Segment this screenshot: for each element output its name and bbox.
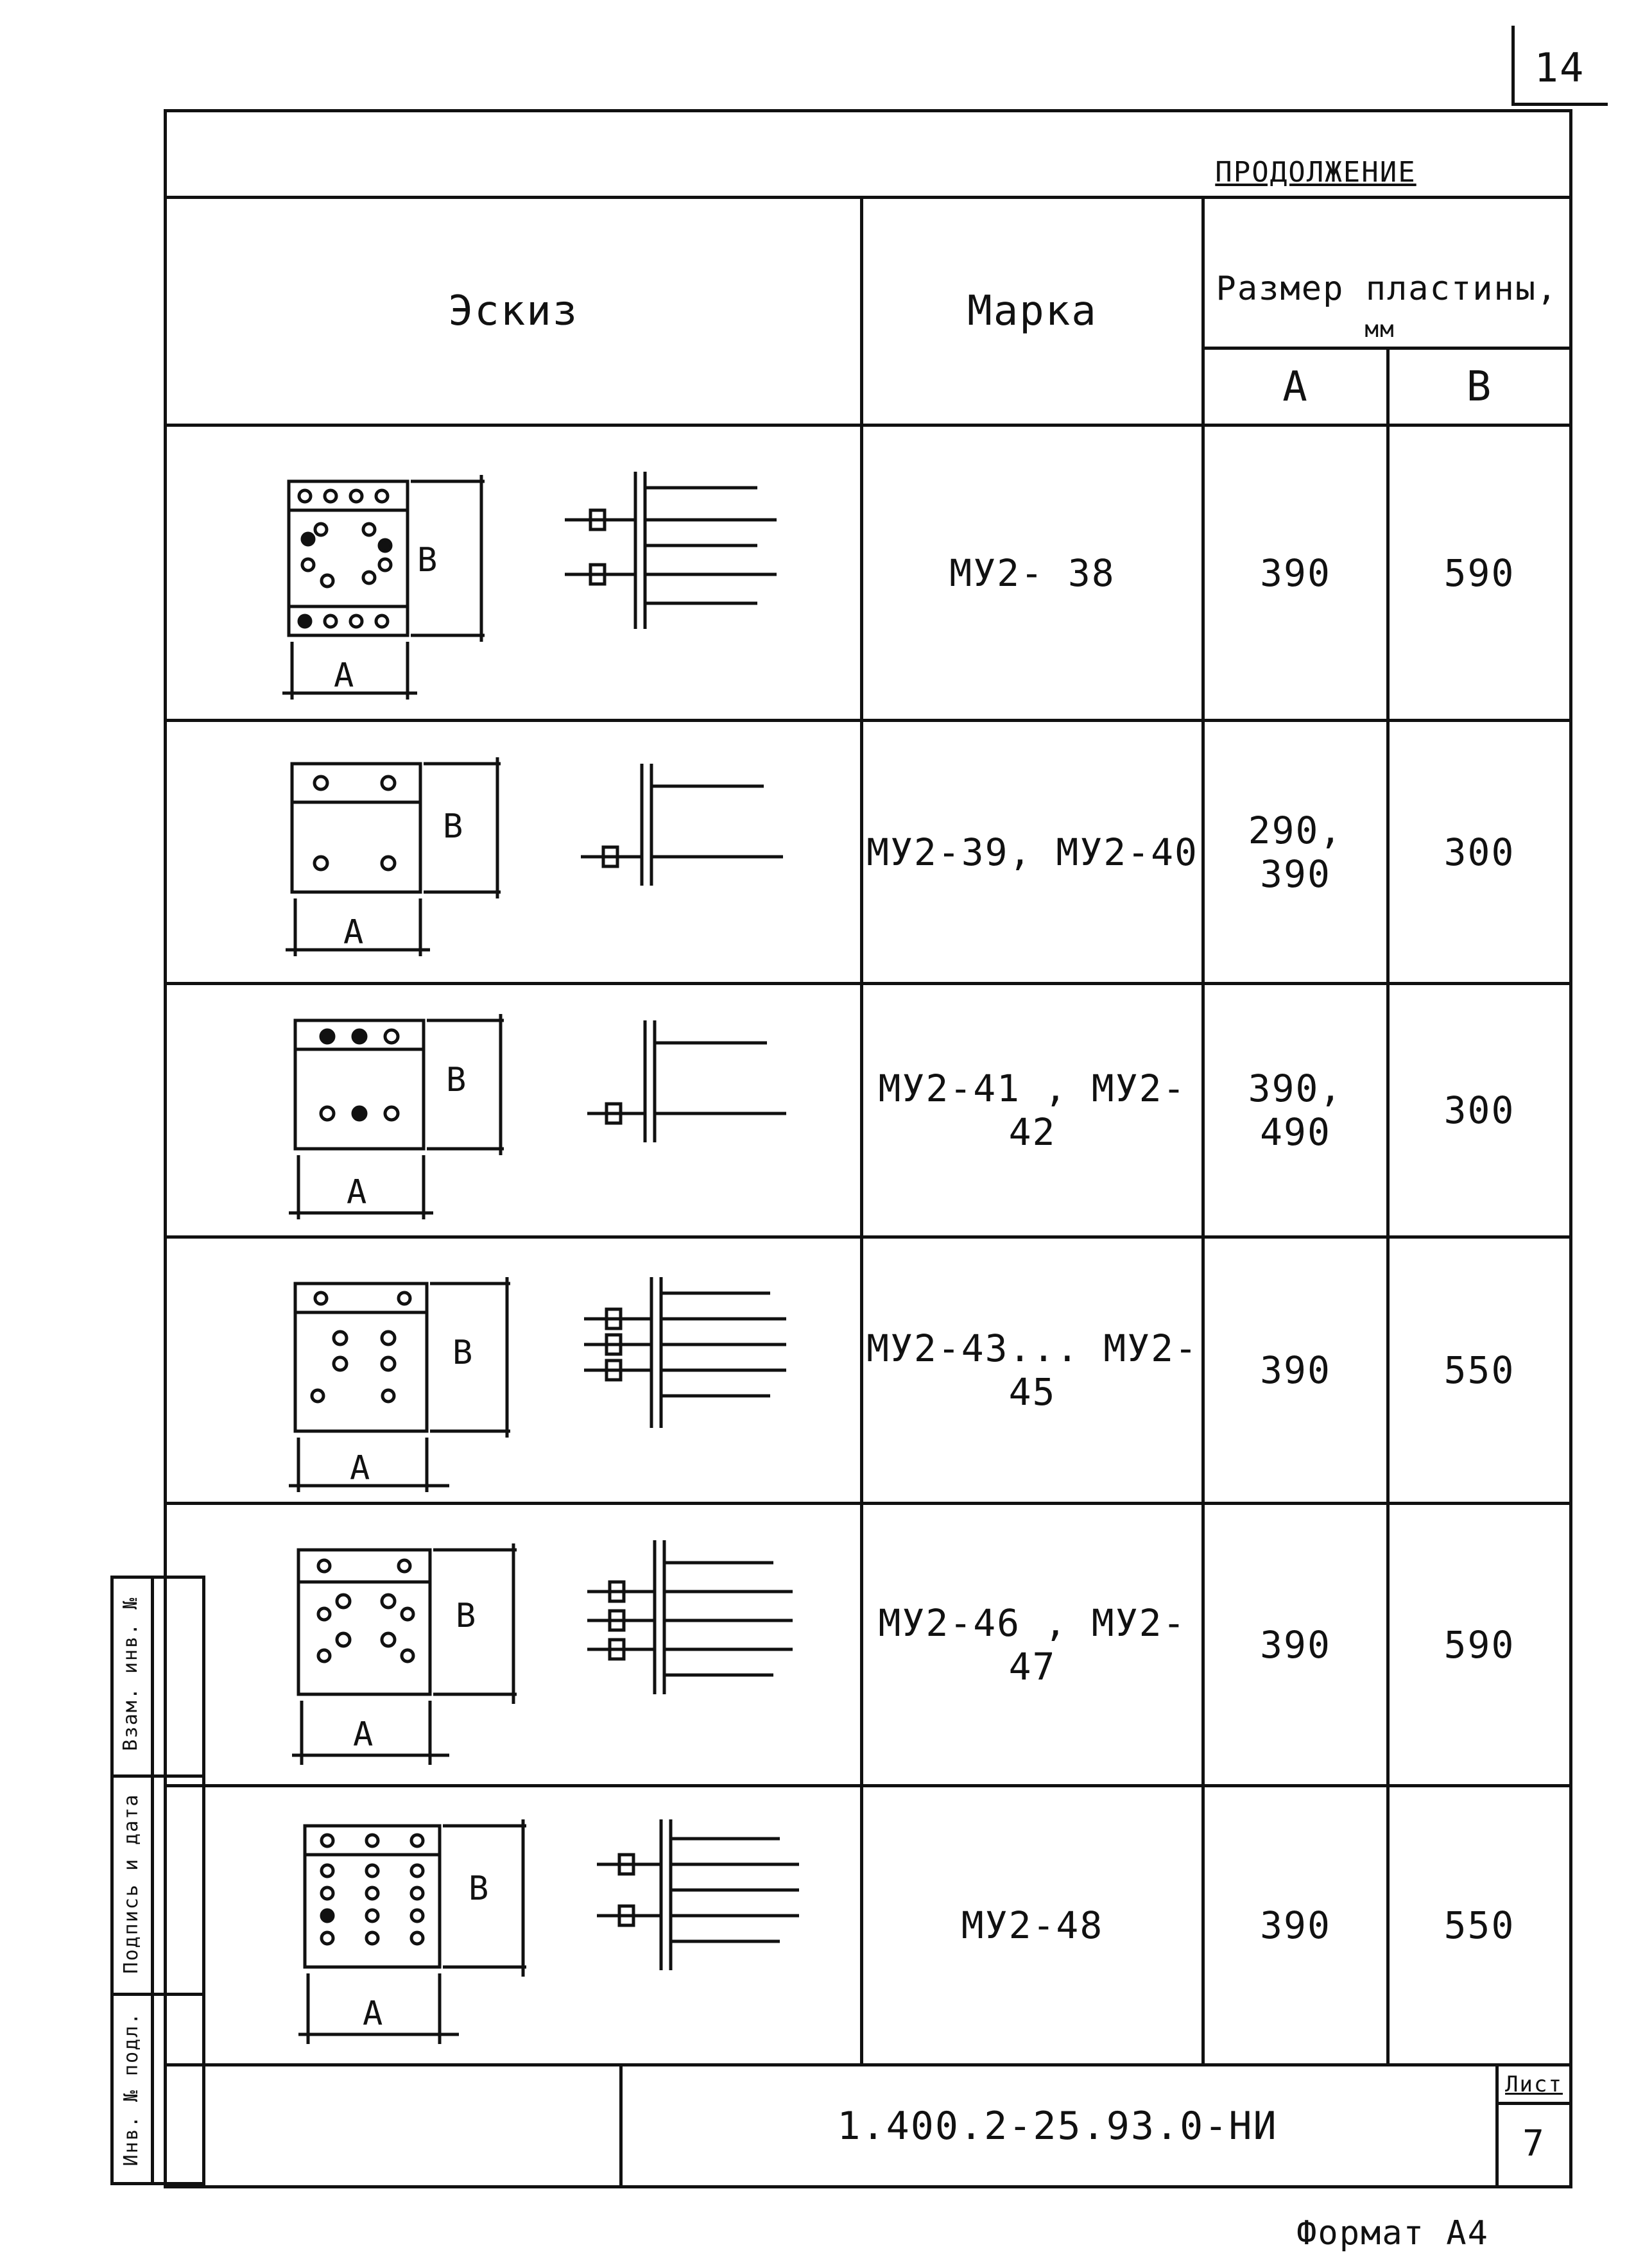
- sketch-5-label-a: А: [353, 1715, 373, 1754]
- sketch-row-2: В А: [286, 757, 783, 956]
- sheet-box-divider: [1499, 2102, 1569, 2105]
- row-5-b: 590: [1443, 1622, 1515, 1667]
- row-1-a: 390: [1260, 551, 1331, 595]
- sketch-5-label-b: В: [456, 1597, 476, 1635]
- header-col-a: А: [1282, 363, 1309, 411]
- sketch-row-5: В А: [292, 1540, 793, 1765]
- side-vzam-label: Взам. инв. №: [119, 1596, 142, 1751]
- row-line-4: [167, 1502, 1569, 1505]
- header-subdivider: [1201, 347, 1569, 350]
- sketch-3-label-a: А: [347, 1173, 366, 1212]
- row-4-a: 390: [1260, 1348, 1331, 1392]
- side-stamp-line-2: [110, 1993, 205, 1996]
- sketch-6-label-b: В: [469, 1869, 488, 1908]
- sheet-number-top: 14: [1534, 44, 1585, 91]
- sketch-row-1: В А: [282, 472, 777, 700]
- header-mark: Марка: [967, 288, 1098, 335]
- col-line-b: [1386, 347, 1390, 2063]
- sheet-value: 7: [1522, 2122, 1545, 2165]
- header-bottom-line: [167, 424, 1569, 427]
- sketch-row-6: В А: [298, 1819, 799, 2044]
- side-stamp-line-1: [110, 1774, 205, 1778]
- format-label: Формат А4: [1296, 2214, 1489, 2253]
- side-podpis-label: Подпись и дата: [119, 1793, 142, 1974]
- row-1-b: 590: [1443, 551, 1515, 595]
- row-6-b: 550: [1443, 1903, 1515, 1947]
- continuation-label: ПРОДОЛЖЕНИЕ: [1215, 155, 1416, 189]
- header-col-b: В: [1466, 363, 1493, 411]
- sketch-4-label-a: А: [350, 1449, 370, 1488]
- sheet-number-box: [1511, 26, 1608, 106]
- row-line-5: [167, 1784, 1569, 1787]
- sketch-2-label-a: А: [343, 913, 363, 952]
- doc-code: 1.400.2-25.93.0-НИ: [837, 2103, 1278, 2149]
- sketch-6-label-a: А: [363, 1995, 383, 2033]
- side-inv-podl-label: Инв. № подл.: [119, 2011, 142, 2167]
- title-block-divider: [619, 2063, 623, 2185]
- row-5-a: 390: [1260, 1622, 1331, 1667]
- row-4-b: 550: [1443, 1348, 1515, 1392]
- row-5-mark: МУ2-46 , МУ2-47: [878, 1601, 1187, 1688]
- side-stamp-vline: [151, 1576, 154, 2185]
- row-line-3: [167, 1235, 1569, 1239]
- header-plate-size: Размер пластины,: [1216, 270, 1558, 308]
- main-frame: [164, 109, 1572, 2188]
- sketch-row-3: В А: [289, 1014, 786, 1219]
- sheet-label: Лист: [1505, 2071, 1563, 2097]
- row-6-a: 390: [1260, 1903, 1331, 1947]
- sheet-box: [1495, 2063, 1572, 2185]
- row-1-mark: МУ2- 38: [949, 551, 1115, 595]
- sketch-3-label-b: В: [446, 1061, 466, 1099]
- sketch-2-label-b: В: [443, 807, 463, 846]
- row-3-mark: МУ2-41 , МУ2-42: [878, 1067, 1187, 1154]
- sketch-1-label-a: А: [334, 657, 354, 695]
- row-line-6: [167, 2063, 1569, 2066]
- row-4-mark: МУ2-43... МУ2-45: [866, 1327, 1198, 1414]
- sketch-1-label-b: В: [417, 541, 437, 580]
- side-stamp-frame: [110, 1576, 205, 2185]
- row-2-mark: МУ2-39, МУ2-40: [866, 830, 1198, 874]
- table-top-line: [167, 196, 1569, 199]
- col-line-mark: [860, 196, 863, 2063]
- sketch-4-label-b: В: [452, 1334, 472, 1372]
- col-line-a: [1201, 196, 1205, 2063]
- sketch-row-4: В А: [289, 1277, 786, 1492]
- header-unit: мм: [1364, 316, 1395, 343]
- row-2-b: 300: [1443, 830, 1515, 874]
- row-3-b: 300: [1443, 1088, 1515, 1132]
- row-line-2: [167, 982, 1569, 985]
- row-2-a: 290, 390: [1248, 808, 1343, 896]
- row-6-mark: МУ2-48: [961, 1903, 1104, 1947]
- header-sketch: Эскиз: [448, 288, 579, 335]
- row-line-1: [167, 719, 1569, 722]
- row-3-a: 390, 490: [1248, 1067, 1343, 1154]
